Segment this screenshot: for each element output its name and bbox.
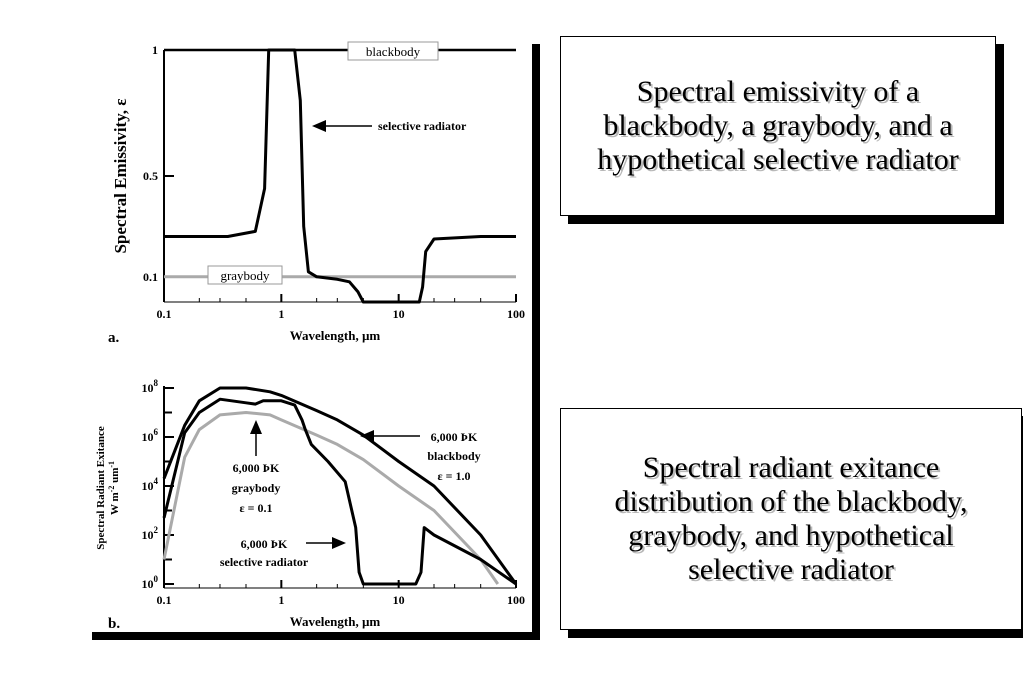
selective-annotation-line2: selective radiator <box>220 555 309 569</box>
blackbody-annotation-line3: ε = 1.0 <box>438 469 471 483</box>
panel-b-xtick-label: 1 <box>278 593 284 607</box>
panel-b-xtick-label: 100 <box>507 593 525 607</box>
panel-a-xtick-label: 100 <box>507 307 525 321</box>
blackbody-label-box <box>347 41 439 61</box>
selective-annotation-line1: 6,000 ÞK <box>241 537 288 551</box>
graybody-arrow-head <box>250 420 262 434</box>
selective-radiator-label: selective radiator <box>378 119 467 133</box>
graybody-annotation-line1: 6,000 ÞK <box>233 461 280 475</box>
blackbody-annotation-line2: blackbody <box>427 449 480 463</box>
panel-b-series-6-000-k-selective-radiator <box>162 397 517 586</box>
panel-a-xtick-label: 0.1 <box>157 307 172 321</box>
panel-b-ylabel-line2: W m-2 um-1 <box>107 461 121 515</box>
figure-panel: 0.1 0.5 1 0.1 1 10 100 Spectral Emissivity, ε… <box>80 40 540 640</box>
blackbody-annotation-line1: 6,000 ÞK <box>431 430 478 444</box>
panel-b-ytick-label: 100 <box>142 574 159 591</box>
figure-frame-right <box>532 44 540 640</box>
panel-b-ytick-label: 104 <box>142 476 159 493</box>
caption-exitance-text: Spectral radiant exitance distribution o… <box>614 451 968 586</box>
panel-a-xtick-label: 1 <box>278 307 284 321</box>
panel-b-ytick-label: 102 <box>142 525 159 542</box>
blackbody-label: blackbody <box>366 44 421 59</box>
panel-a-xlabel: Wavelength, µm <box>290 328 381 343</box>
panel-b-ytick-label: 106 <box>142 427 159 444</box>
graybody-annotation-line2: graybody <box>232 481 281 495</box>
graybody-label: graybody <box>220 268 270 283</box>
caption-emissivity: Spectral emissivity of a blackbody, a gr… <box>560 36 996 216</box>
panel-a-ytick-label: 0.5 <box>143 169 158 183</box>
panel-a-emissivity-chart: 0.1 0.5 1 0.1 1 10 100 Spectral Emissivity, ε… <box>108 41 525 346</box>
caption-exitance: Spectral radiant exitance distribution o… <box>560 408 1022 630</box>
panel-b-xtick-label: 10 <box>393 593 405 607</box>
graybody-annotation-line3: ε = 0.1 <box>240 501 273 515</box>
panel-b-ylabel-line1: Spectral Radiant Exitance <box>95 426 107 550</box>
panel-b-series-6-000-k-graybody-0-1 <box>162 411 500 585</box>
panel-b-exitance-chart: 100 102 104 106 108 0.1 1 10 100 Spectral Radia… <box>95 378 525 632</box>
panel-a-ylabel: Spectral Emissivity, ε <box>111 98 130 253</box>
panel-a-ytick-label: 1 <box>152 43 158 57</box>
selective-b-arrow-head <box>332 537 346 549</box>
graybody-label-box <box>207 265 283 285</box>
panel-b-ytick-label: 108 <box>142 378 159 395</box>
selective-arrow-head <box>312 120 326 132</box>
blackbody-b-arrow-head <box>360 430 374 442</box>
panel-a-xtick-label: 10 <box>393 307 405 321</box>
figure-frame-bottom <box>92 632 540 640</box>
panel-b-xtick-label: 0.1 <box>157 593 172 607</box>
panel-a-label: a. <box>108 330 120 346</box>
panel-a-series-selective-radiator <box>164 48 516 304</box>
panel-b-series-6-000-k-blackbody-1-0 <box>162 386 518 585</box>
panel-a-ytick-label: 0.1 <box>143 270 158 284</box>
caption-emissivity-text: Spectral emissivity of a blackbody, a gr… <box>597 75 959 176</box>
panel-b-xlabel: Wavelength, µm <box>290 614 381 629</box>
panel-b-label: b. <box>108 616 120 632</box>
figure-svg: 0.1 0.5 1 0.1 1 10 100 Spectral Emissivity, ε… <box>92 41 540 640</box>
